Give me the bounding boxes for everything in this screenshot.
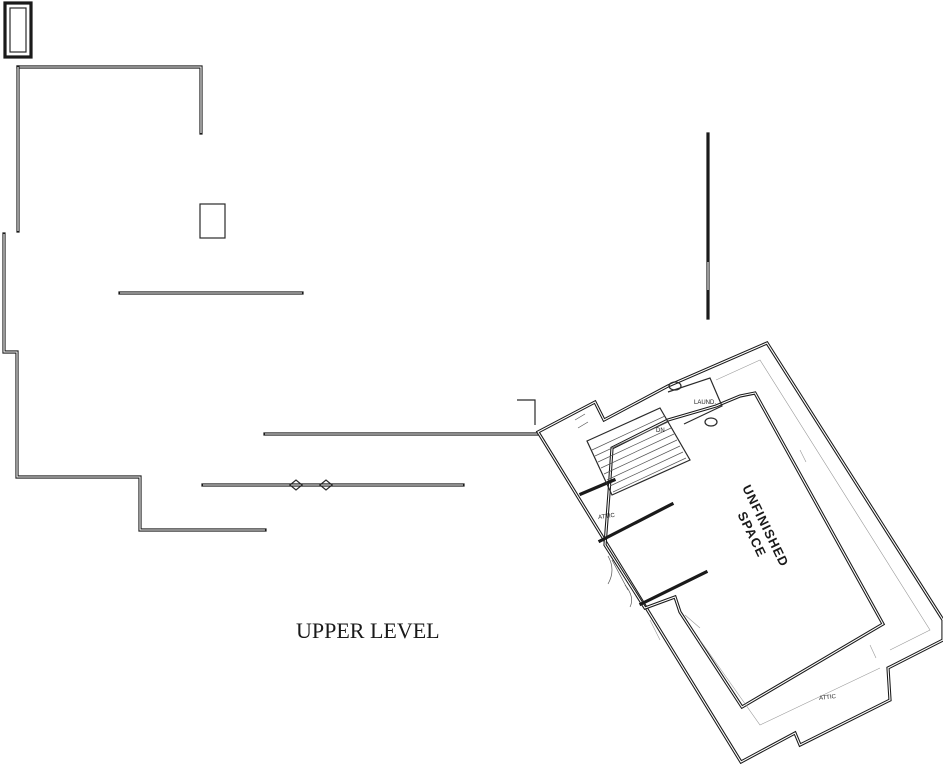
wing-outer-wall bbox=[535, 340, 943, 765]
unfinished-space-label: UNFINISHED SPACE bbox=[735, 482, 792, 569]
column bbox=[199, 203, 226, 239]
attic-edge-line bbox=[715, 359, 931, 651]
dryer-icon bbox=[704, 417, 718, 427]
bracket-mark bbox=[517, 399, 536, 425]
attic-left-partition-top bbox=[578, 477, 617, 497]
unfinished-space-wall bbox=[603, 391, 886, 710]
north-wall bbox=[16, 65, 203, 135]
attic-left-label: ATTIC bbox=[598, 513, 616, 521]
laundry-label: LAUND. bbox=[694, 400, 716, 406]
upper-level-wing bbox=[535, 340, 943, 765]
chimney-box bbox=[3, 1, 33, 59]
level-title: UPPER LEVEL bbox=[296, 618, 440, 643]
door-swing-left bbox=[607, 555, 613, 585]
attic-left-partition-bottom bbox=[597, 501, 675, 544]
main-floor-outline bbox=[2, 1, 710, 532]
laundry-area bbox=[667, 377, 723, 427]
window-mark-right bbox=[319, 479, 333, 491]
closet-partition bbox=[638, 569, 709, 607]
stair bbox=[574, 407, 691, 496]
washer-icon bbox=[668, 381, 682, 391]
window-mark-left bbox=[289, 479, 303, 491]
attic-bottom-label: ATTIC bbox=[819, 694, 837, 702]
stair-dn-label: DN bbox=[656, 428, 665, 434]
